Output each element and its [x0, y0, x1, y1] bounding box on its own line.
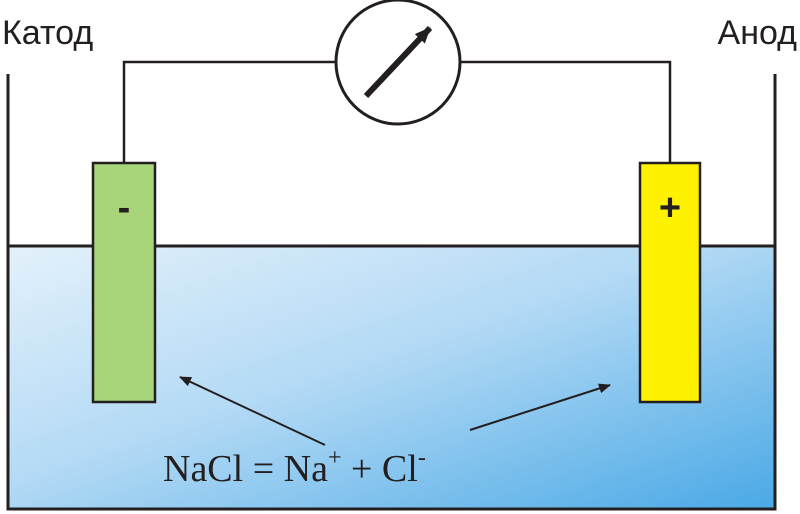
- equation-part-2: + Cl: [342, 448, 418, 490]
- anode-sign: +: [659, 187, 681, 229]
- equation-part-1: NaCl = Na: [163, 448, 328, 490]
- circuit-wire: [460, 60, 672, 163]
- cathode-sign: -: [118, 187, 131, 229]
- cathode-label: Катод: [2, 14, 93, 52]
- galvanometer-icon: [334, 0, 462, 126]
- cation-migration-arrow: [179, 376, 326, 446]
- sodium-ion-charge: +: [328, 445, 342, 471]
- circuit-wire: [122, 60, 336, 163]
- cathode-electrode: [91, 161, 157, 404]
- dissociation-equation: NaCl = Na+ + Cl-: [163, 445, 426, 490]
- vessel-wall: [6, 74, 777, 511]
- anion-migration-arrow: [469, 383, 611, 431]
- chloride-ion-charge: -: [418, 445, 426, 471]
- anode-label: Анод: [718, 14, 798, 52]
- anode-electrode: [638, 161, 702, 404]
